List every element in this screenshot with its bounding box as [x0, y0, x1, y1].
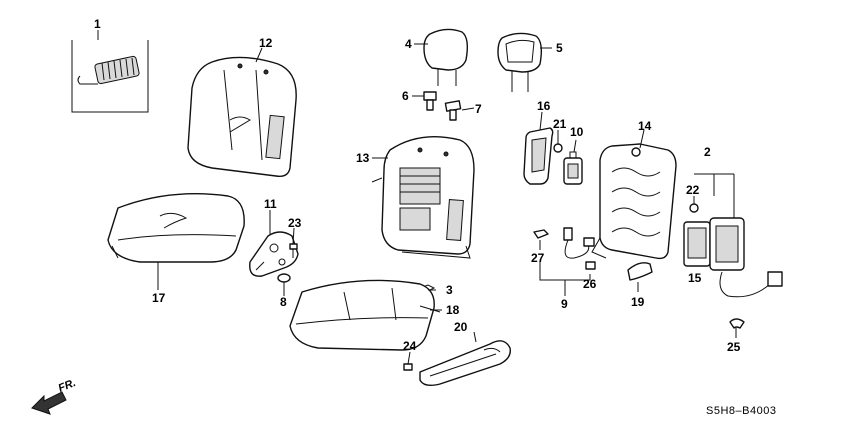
part-2-unit: [709, 217, 783, 298]
label-8: 8: [280, 295, 287, 309]
label-22: 22: [686, 183, 700, 197]
label-15: 15: [688, 271, 702, 285]
label-2: 2: [704, 145, 711, 159]
part-1-clips: [77, 55, 140, 85]
label-19: 19: [631, 295, 645, 309]
part-7-guide: [444, 100, 462, 121]
part-2-bracket: [694, 173, 734, 196]
label-12: 12: [259, 36, 273, 50]
part-5-headrest: [497, 32, 543, 92]
label-14: 14: [638, 119, 652, 133]
label-24: 24: [403, 339, 417, 353]
label-18: 18: [446, 303, 460, 317]
part-27-clip: [533, 229, 549, 239]
label-16: 16: [537, 99, 551, 113]
leader-lines: [97, 30, 737, 365]
diagram-code: S5H8–B4003: [706, 405, 776, 417]
part-10-switch: [563, 151, 583, 185]
part-15-module: [683, 221, 711, 267]
part-8-clip: [277, 273, 291, 288]
label-25: 25: [727, 340, 741, 354]
label-3: 3: [446, 283, 453, 297]
label-10: 10: [570, 125, 584, 139]
part-11-side-bracket: [249, 231, 299, 277]
part-26-clip: [585, 261, 596, 270]
label-1: 1: [94, 17, 101, 31]
part-24-clip: [403, 363, 413, 371]
part-14-seatback-frame: [591, 143, 677, 260]
part-20-side-cover: [419, 340, 511, 387]
label-7: 7: [475, 102, 482, 116]
part-18-seat-cushion-pad: [289, 279, 441, 351]
label-5: 5: [556, 41, 563, 55]
part-21-nut: [553, 143, 563, 153]
label-11: 11: [264, 197, 277, 211]
label-9: 9: [561, 297, 568, 311]
part-25-clip: [729, 318, 745, 329]
label-27: 27: [531, 251, 545, 265]
label-4: 4: [405, 37, 412, 51]
front-label: FR.: [57, 377, 78, 395]
part-12-seatback-cover: [187, 56, 297, 178]
part-17-seat-cushion-cover: [107, 193, 245, 263]
part-22-nut: [689, 203, 699, 213]
part-16-cover: [523, 127, 554, 185]
part-labels: 1 2 3 4 5 6 7 8 9 10 11 12 13 14 15 16 1…: [94, 17, 741, 354]
label-21: 21: [553, 117, 567, 131]
label-23: 23: [288, 216, 302, 230]
part-4-headrest: [423, 28, 469, 86]
part-6-guide: [423, 91, 437, 111]
part-13-seatback-pad: [371, 135, 475, 259]
part-1-kit-bracket: [71, 40, 149, 113]
part-19-cover: [627, 262, 653, 281]
label-26: 26: [583, 277, 597, 291]
part-9-harness: [563, 227, 595, 259]
label-6: 6: [402, 89, 409, 103]
front-direction-indicator: FR.: [31, 377, 78, 415]
label-13: 13: [356, 151, 370, 165]
label-20: 20: [454, 320, 468, 334]
label-17: 17: [152, 291, 166, 305]
front-arrow-icon: [31, 391, 67, 415]
